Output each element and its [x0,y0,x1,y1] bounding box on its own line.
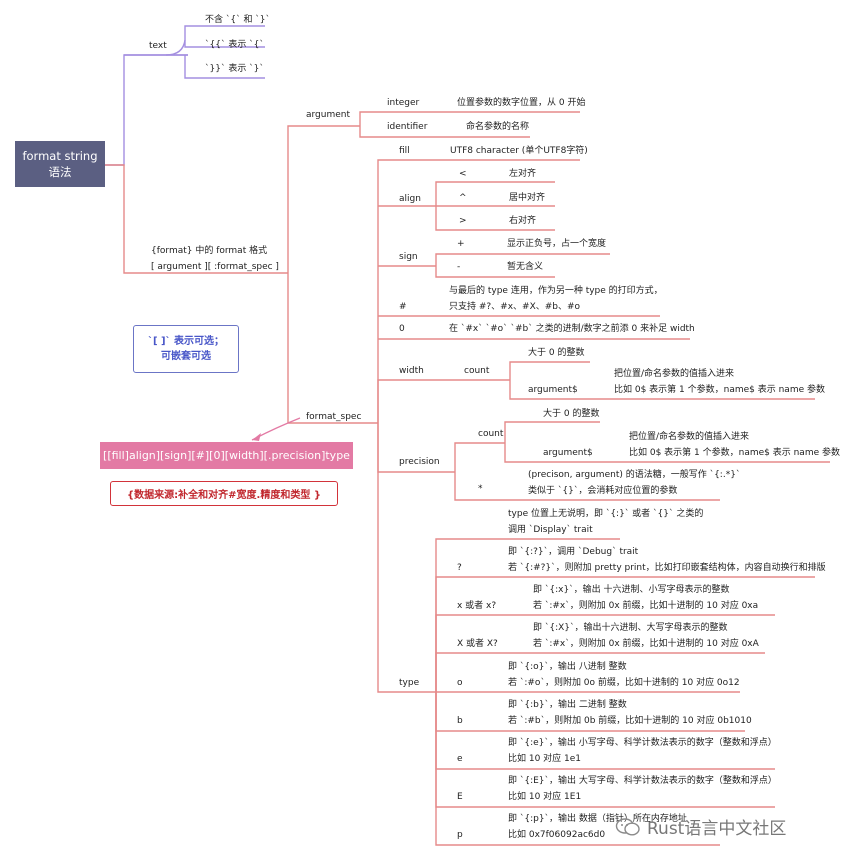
type-desc: 即 `{:X}`，输出十六进制、大写字母表示的整数 [533,623,728,633]
type-desc: 若 `:#o`，则附加 0o 前缀，比如十进制的 10 对应 0o12 [508,678,740,688]
sign-symbol: - [457,262,461,272]
format-spec-node: format_spec [306,412,362,422]
precision-count-int: 大于 0 的整数 [543,409,600,419]
type-desc: 即 `{:?}`，调用 `Debug` trait [508,547,639,557]
align-desc: 居中对齐 [509,193,546,203]
type-symbol: ? [457,563,462,573]
type-desc: 若 `:#x`，则附加 0x 前缀，比如十进制的 10 对应 0xa [533,601,759,611]
type-symbol: o [457,678,463,688]
align-desc: 左对齐 [509,169,537,179]
fill-desc: UTF8 character (单个UTF8字符) [450,146,588,156]
width-node: width [399,366,424,376]
hash-desc: 只支持 #?、#x、#X、#b、#o [449,302,581,312]
zero-node: 0 [399,324,405,334]
type-desc: 比如 10 对应 1E1 [508,792,582,802]
type-intro: 调用 `Display` trait [508,525,593,535]
precision-count: count [478,429,504,439]
type-intro: type 位置上无说明，即 `{:}` 或者 `{}` 之类的 [508,509,704,519]
argument-node: argument [306,110,351,120]
optional-note-box: `[ ]` 表示可选； 可嵌套可选 [133,325,239,373]
type-symbol: X 或者 X? [457,639,498,649]
type-desc: 若 `:#b`，则附加 0b 前缀，比如十进制的 10 对应 0b1010 [508,716,752,726]
type-symbol: e [457,754,463,764]
text-item: `{{` 表示 `{` [205,40,264,50]
type-desc: 若 `{:#?}`，则附加 pretty print，比如打印嵌套结构体，内容自… [508,563,826,573]
align-symbol: < [459,169,467,179]
width-count-int: 大于 0 的整数 [528,348,585,358]
text-item: 不含 `{` 和 `}` [205,15,271,25]
align-node: align [399,194,421,204]
root-node: format string 语法 [15,141,105,187]
type-symbol: b [457,716,463,726]
precision-star-desc: (precison, argument) 的语法糖，一般写作 `{:.*}` [528,470,741,480]
sign-desc: 显示正负号，占一个宽度 [507,239,607,249]
source-note-box: {数据来源:补全和对齐#宽度.精度和类型 } [110,481,338,506]
format-desc: {format} 中的 format 格式 [151,246,268,256]
type-desc: 即 `{:e}`，输出 小写字母、科学计数法表示的数字（整数和浮点） [508,738,777,748]
hash-desc: 与最后的 type 连用，作为另一种 type 的打印方式， [449,286,663,296]
type-desc: 即 `{:E}`，输出 大写字母、科学计数法表示的数字（整数和浮点） [508,776,777,786]
align-symbol: ^ [459,193,467,203]
sign-symbol: + [457,239,465,249]
type-symbol: p [457,830,463,840]
root-title: format string [22,149,98,163]
format-template-box: [[fill]align][sign][#][0][width][.precis… [100,442,353,469]
type-desc: 即 `{:x}`，输出 十六进制、小写字母表示的整数 [533,585,730,595]
type-symbol: E [457,792,463,802]
watermark: Rust语言中文社区 [615,814,786,839]
type-desc: 即 `{:o}`，输出 八进制 整数 [508,662,627,672]
argument-integer-desc: 位置参数的数字位置，从 0 开始 [457,98,586,108]
root-subtitle: 语法 [48,165,72,179]
type-desc: 比如 10 对应 1e1 [508,754,582,764]
type-node: type [399,678,420,688]
chat-bubble-icon [615,817,640,836]
type-symbol: x 或者 x? [457,601,497,611]
argument-identifier: identifier [387,122,428,132]
watermark-text: Rust语言中文社区 [647,819,787,839]
text-node: text [149,41,167,51]
optional-note-line: 可嵌套可选 [161,351,211,362]
sign-desc: 暂无含义 [507,262,544,272]
precision-arg-desc: 比如 0$ 表示第 1 个参数，name$ 表示 name 参数 [629,448,840,458]
zero-desc: 在 `#x` `#o` `#b` 之类的进制/数字之前添 0 来补足 width [449,324,695,334]
align-desc: 右对齐 [509,216,537,226]
type-desc: 即 `{:b}`，输出 二进制 整数 [508,700,627,710]
precision-node: precision [399,457,440,467]
argument-integer: integer [387,98,420,108]
precision-star: * [478,484,483,494]
sign-node: sign [399,252,418,262]
type-desc: 比如 0x7f06092ac6d0 [508,830,606,840]
width-arg-desc: 把位置/命名参数的值插入进来 [614,369,735,379]
align-symbol: > [459,216,467,226]
precision-count-arg: argument$ [543,448,593,458]
hash-node: # [399,302,407,312]
text-item: `}}` 表示 `}` [205,64,264,74]
fill-node: fill [399,146,410,156]
type-desc: 即 `{:p}`，输出 数据（指针）所在内存地址 [508,814,687,824]
width-count: count [464,366,490,376]
type-desc: 若 `:#x`，则附加 0x 前缀，比如十进制的 10 对应 0xA [533,639,759,649]
precision-arg-desc: 把位置/命名参数的值插入进来 [629,432,750,442]
argument-identifier-desc: 命名参数的名称 [466,122,530,132]
optional-note-line: `[ ]` 表示可选； [147,336,225,347]
precision-star-desc: 类似于 `{}`，会消耗对应位置的参数 [528,486,678,496]
format-syntax: [ argument ][ :format_spec ] [151,262,279,272]
width-arg-desc: 比如 0$ 表示第 1 个参数，name$ 表示 name 参数 [614,385,825,395]
width-count-arg: argument$ [528,385,578,395]
